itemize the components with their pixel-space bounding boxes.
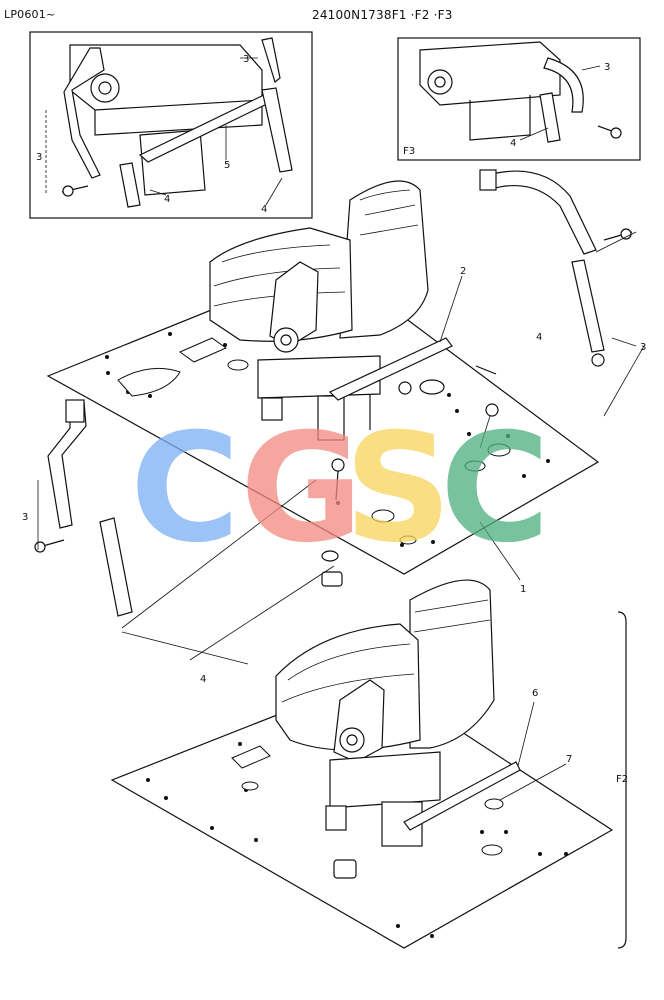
callout-6: 6 <box>532 688 538 699</box>
inset-f3: 3 4 F3 <box>397 37 641 161</box>
belt-right <box>479 169 645 417</box>
watermark-letter-g: G <box>240 402 363 576</box>
callout-3-f3: 3 <box>604 62 610 73</box>
drawing-code: 24100N1738F1 ·F2 ·F3 <box>312 8 453 22</box>
callout-4-left: 4 <box>200 674 206 685</box>
group-f2-label: F2 <box>616 774 628 785</box>
callout-3-inset-right: 3 <box>243 54 249 65</box>
callout-3-left: 3 <box>22 512 28 523</box>
callout-5: 5 <box>224 160 230 171</box>
callout-3-inset-left: 3 <box>36 152 42 163</box>
callout-1: 1 <box>520 584 526 595</box>
callout-4-right: 4 <box>536 332 542 343</box>
watermark: C G S C <box>130 402 550 576</box>
watermark-letter-s: S <box>344 402 452 576</box>
callout-2: 2 <box>460 266 466 277</box>
callout-4-inset-mid: 4 <box>164 194 170 205</box>
callout-7: 7 <box>566 754 572 765</box>
watermark-letter-c1: C <box>130 402 240 576</box>
seat-main <box>209 180 521 587</box>
inset-f3-label: F3 <box>403 146 415 157</box>
callout-3-right: 3 <box>640 342 646 353</box>
inset-f1: 3 3 5 4 4 <box>29 31 313 219</box>
plate-holes <box>105 332 550 547</box>
callout-4-inset-right: 4 <box>261 204 267 215</box>
watermark-letter-c2: C <box>440 402 550 576</box>
header-left-code: LP0601~ <box>4 8 56 21</box>
group-f2: 6 7 F2 <box>110 579 628 949</box>
belt-left <box>34 399 335 665</box>
main-assembly: 2 3 3 4 4 1 <box>22 169 646 685</box>
callout-4-f3: 4 <box>510 138 516 149</box>
plate-holes-f2 <box>146 742 568 938</box>
